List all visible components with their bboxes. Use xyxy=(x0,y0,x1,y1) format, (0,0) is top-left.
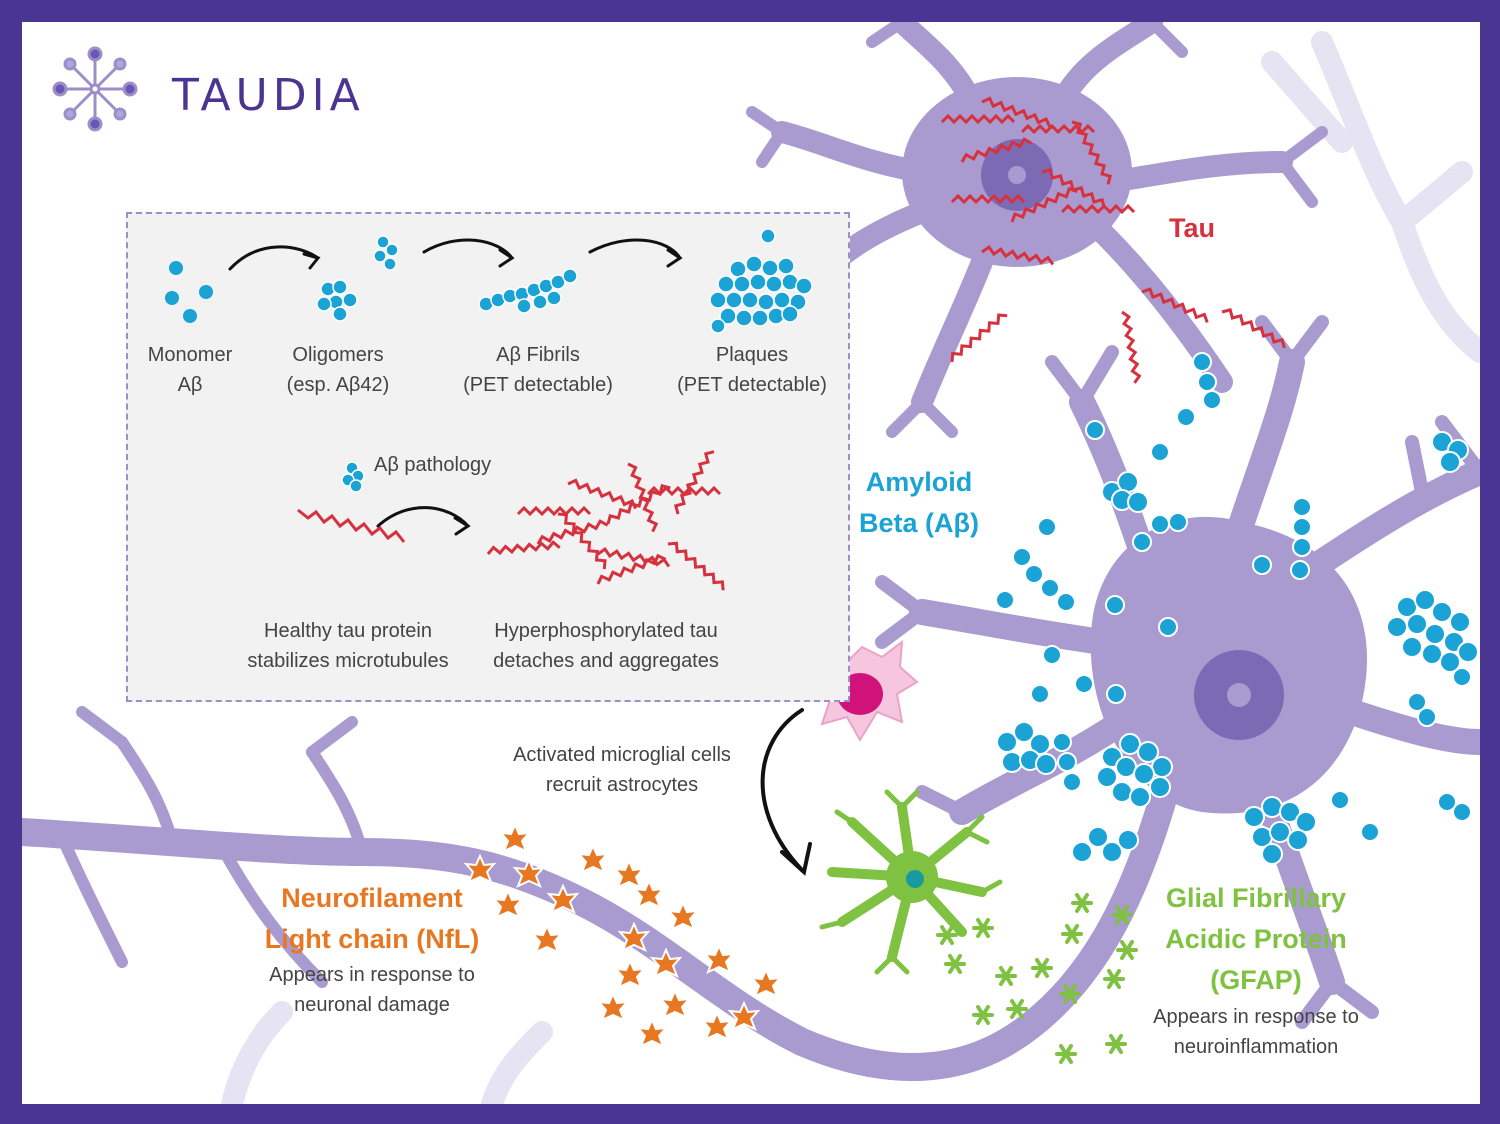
legend-ab-label: Aβ pathology xyxy=(374,454,492,476)
illustration-canvas xyxy=(22,22,1480,1104)
stage-fibrils-label: Aβ Fibrils(PET detectable) xyxy=(463,344,613,396)
plaque-dots xyxy=(709,228,813,334)
oligomer-dots xyxy=(316,235,399,322)
stage-arrows xyxy=(228,238,683,536)
stage-oligomers-label: Oligomers(esp. Aβ42) xyxy=(286,344,390,396)
gfap-markers xyxy=(936,893,1138,1064)
monomer-dots xyxy=(165,261,213,323)
fibril-dots xyxy=(478,268,578,314)
illustration-frame: TAUDIA xyxy=(22,22,1480,1104)
stage-plaques-label: Plaques(PET detectable) xyxy=(677,344,827,396)
recruit-arrow xyxy=(760,708,812,876)
background-dendrites xyxy=(221,31,1480,1104)
legend-ab-dots xyxy=(341,461,365,493)
tau-label: Tau xyxy=(1169,213,1215,243)
brand-name: TAUDIA xyxy=(172,70,365,121)
neuron-main xyxy=(22,315,1480,1081)
inset-graphics xyxy=(165,228,813,592)
healthy-tau-strand xyxy=(297,508,406,543)
amyloid-deposits xyxy=(995,352,1479,865)
nfl-stars xyxy=(463,822,783,1048)
radial-dots-icon xyxy=(52,46,138,132)
astrocyte-cell xyxy=(819,789,1003,975)
hyper-tau-aggregate xyxy=(485,447,729,592)
